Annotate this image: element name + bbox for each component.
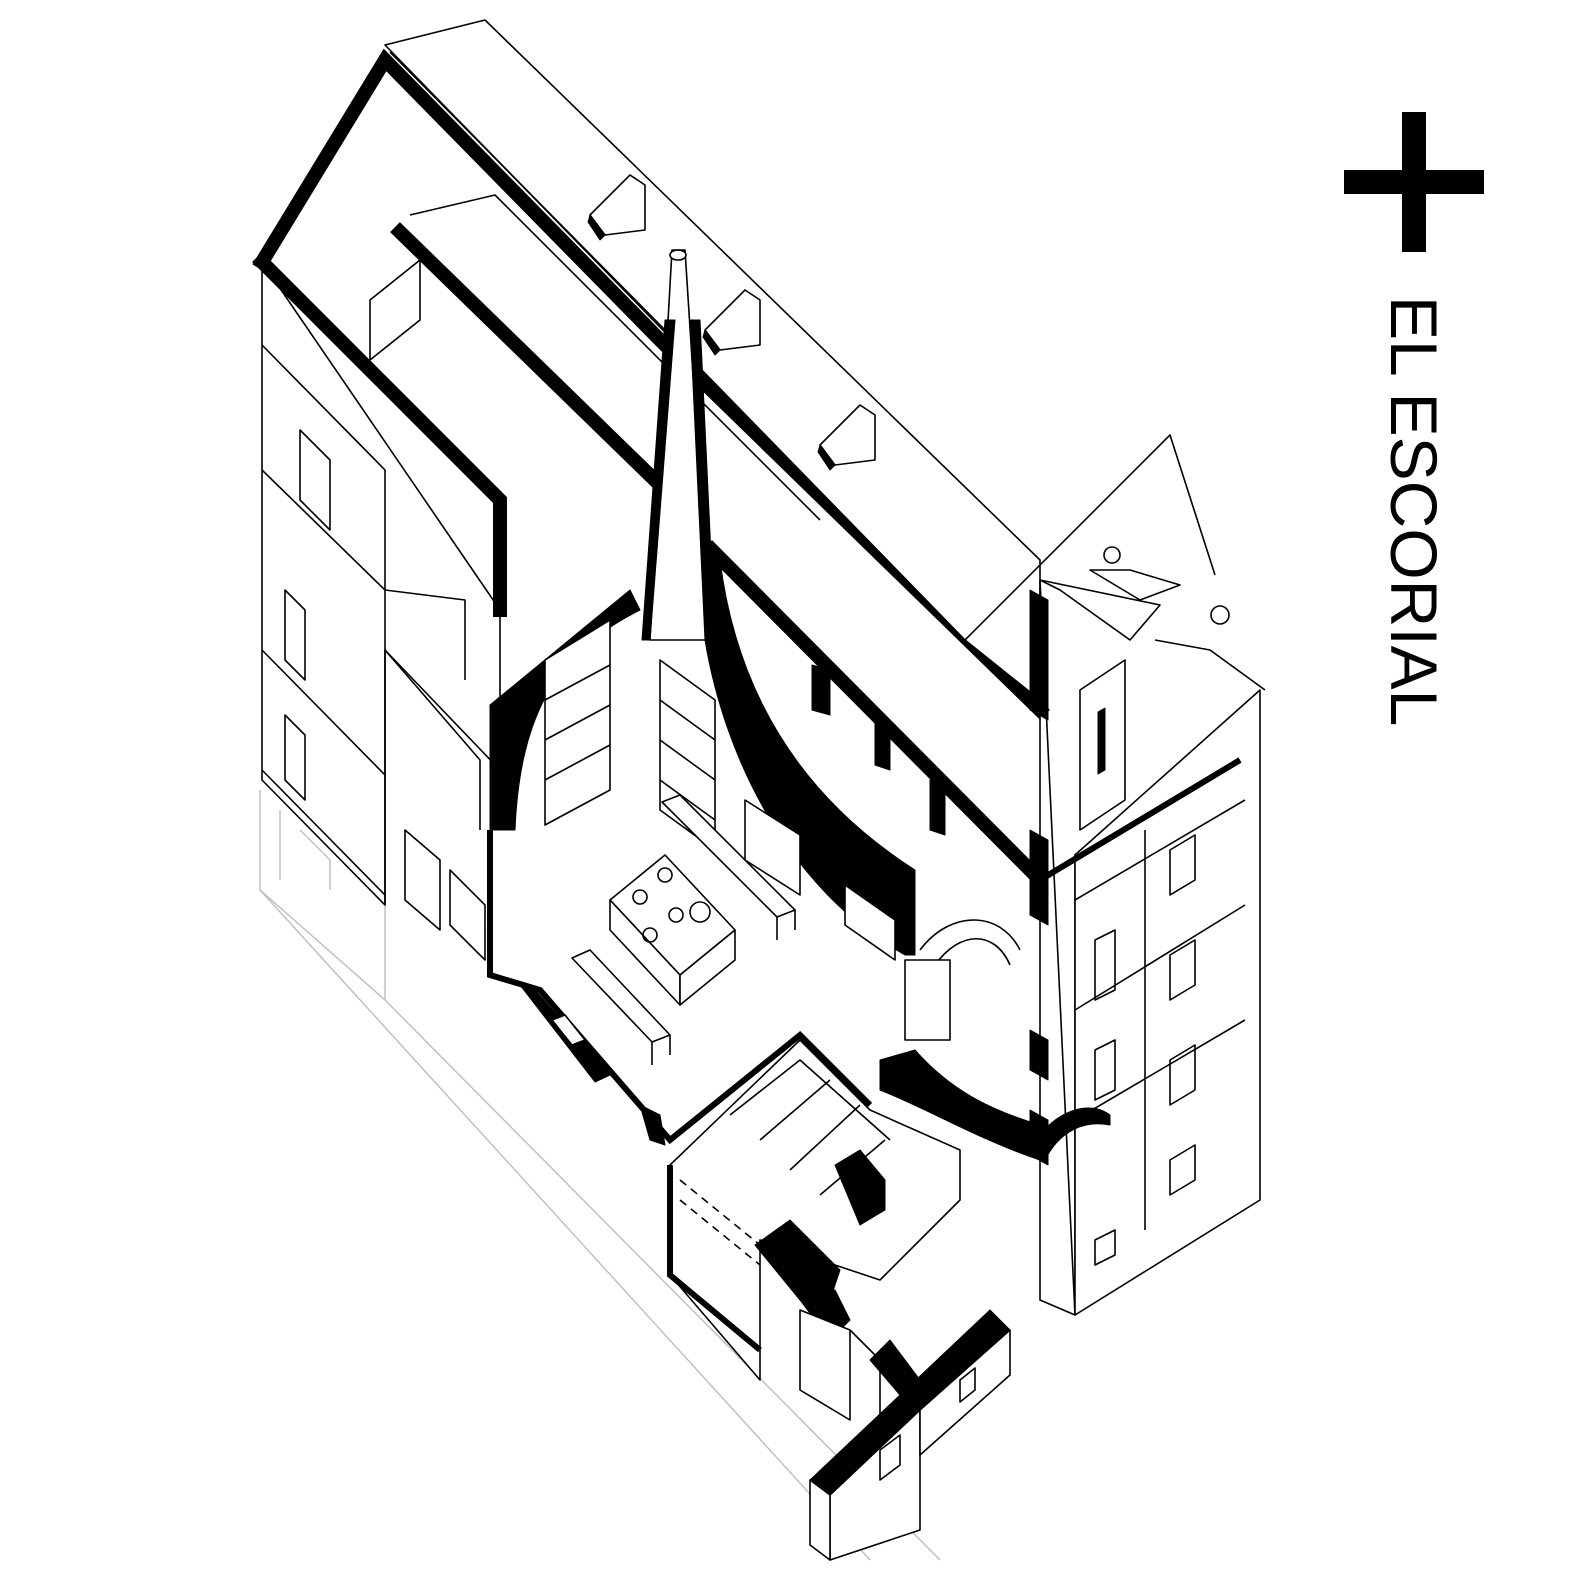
roof-dormers (587, 174, 876, 471)
front-forecourt-wall (809, 1309, 1011, 1561)
cross-icon (1344, 112, 1484, 252)
vaulted-nave (489, 549, 946, 961)
interior-floor (487, 794, 873, 1146)
page-title: EL ESCORIAL (1377, 296, 1451, 727)
side-chapel-arch (879, 919, 1111, 1161)
entrance-block (667, 1039, 961, 1421)
central-spire (641, 249, 716, 641)
right-tower (964, 434, 1266, 1316)
left-wing-facade (261, 259, 501, 961)
cross-horizontal-bar (1344, 170, 1484, 194)
